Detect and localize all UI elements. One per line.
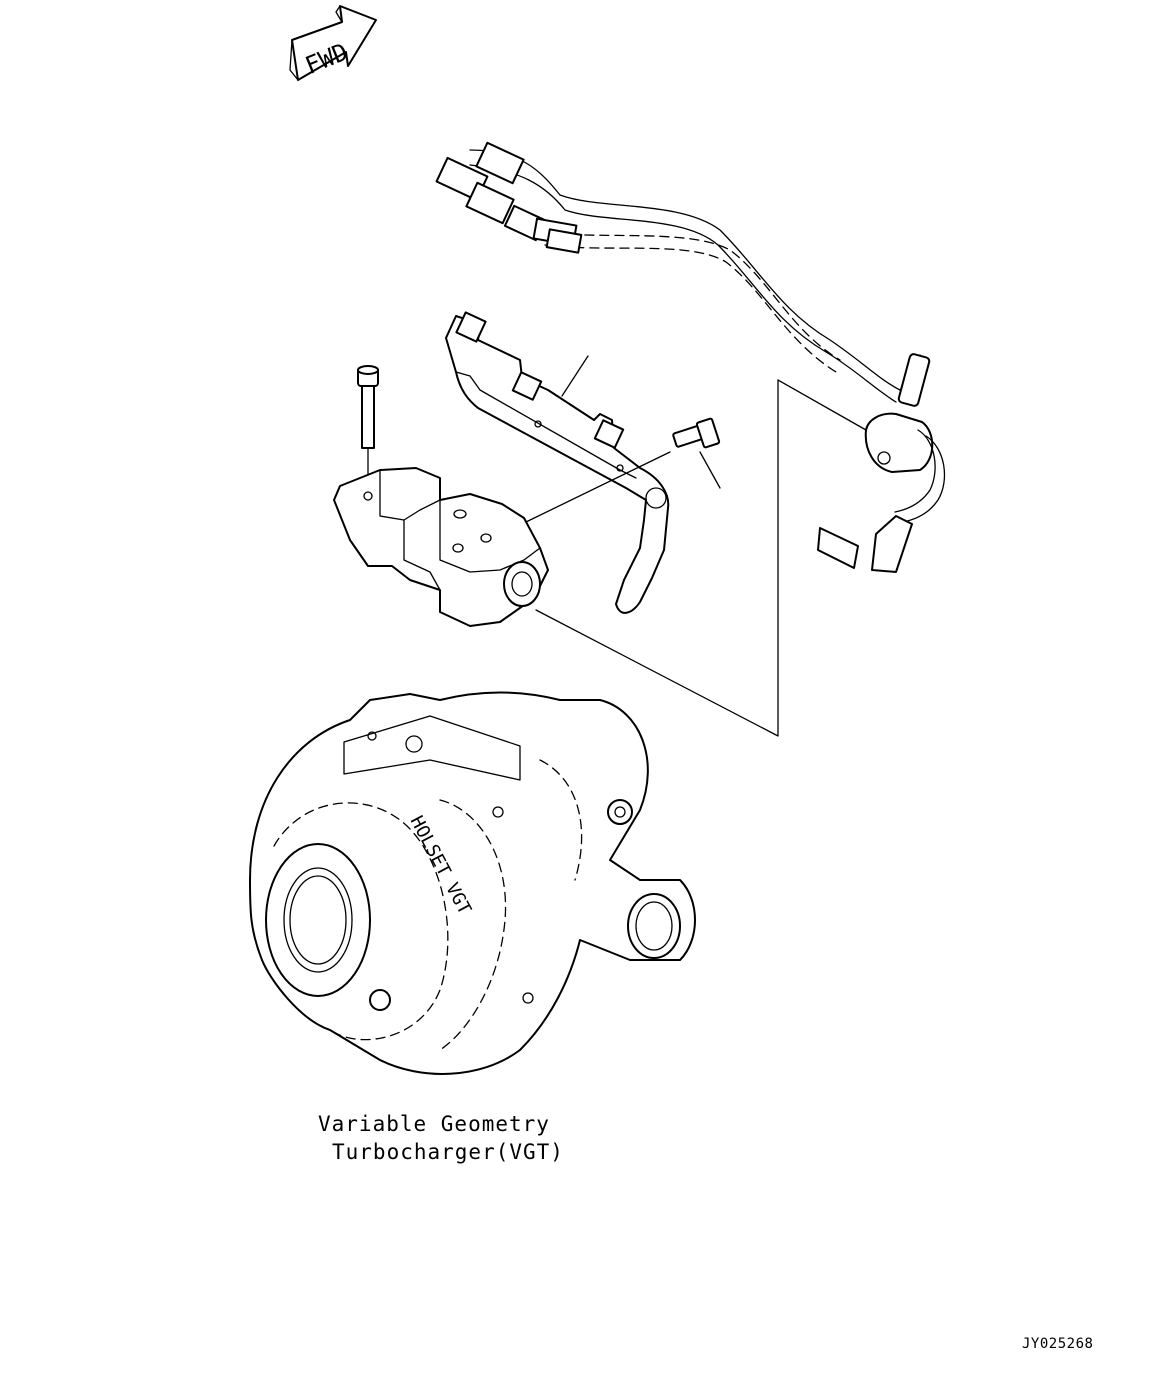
caption-line-1: Variable Geometry (318, 1112, 550, 1136)
turbocharger: HOLSET VGT (249, 691, 696, 1075)
caption-line-2: Turbocharger(VGT) (332, 1140, 564, 1164)
fwd-arrow-icon: FWD (289, 5, 377, 81)
vgt-actuator (333, 379, 779, 737)
long-bolt (357, 365, 379, 489)
sensor-harness (435, 141, 946, 573)
flange-bolt (672, 417, 721, 489)
mounting-bracket (445, 311, 670, 614)
figure-id: JY025268 (1022, 1336, 1094, 1352)
